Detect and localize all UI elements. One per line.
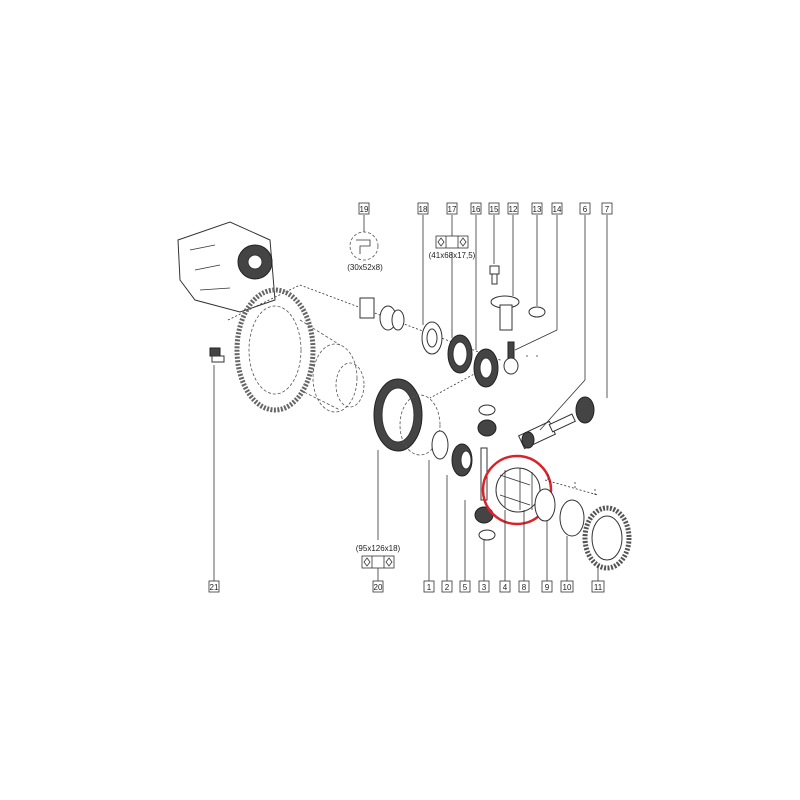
label-13: 13: [533, 205, 542, 214]
part-9-shim: [534, 488, 556, 522]
gearbox-thumbnail: [177, 221, 276, 313]
part-4-differential-housing: [481, 454, 553, 526]
label-2: 2: [445, 583, 450, 592]
label-15: 15: [490, 205, 499, 214]
part-1-washer: [431, 430, 449, 460]
part-14-pinion: [503, 341, 519, 375]
labels-top: 19 18 17 16 15 12 13 14 6 7: [358, 202, 613, 215]
label-6: 6: [583, 205, 588, 214]
bearing-symbol-20: [361, 555, 395, 569]
label-10: 10: [563, 583, 572, 592]
label-17: 17: [448, 205, 457, 214]
part-3-planet-gear: [474, 506, 496, 541]
label-9: 9: [545, 583, 550, 592]
label-7: 7: [605, 205, 610, 214]
part-7-gear: [548, 396, 595, 433]
label-12: 12: [509, 205, 518, 214]
label-18: 18: [419, 205, 428, 214]
label-5: 5: [463, 583, 468, 592]
part-15-bolt: [489, 265, 500, 285]
label-3: 3: [482, 583, 487, 592]
label-20: 20: [374, 583, 383, 592]
label-19: 19: [360, 205, 369, 214]
label-11: 11: [594, 583, 603, 592]
label-4: 4: [503, 583, 508, 592]
labels-bottom: 21 20 1 2 5 3 4 8 9 10 11: [208, 580, 605, 593]
label-8: 8: [522, 583, 527, 592]
label-16: 16: [472, 205, 481, 214]
label-21: 21: [210, 583, 219, 592]
highlight-circle: [481, 454, 553, 526]
part-12-speedo-drive: [490, 295, 520, 331]
dimension-17: (41x68x17,5): [429, 251, 476, 260]
dimension-19: (30x52x8): [347, 263, 383, 272]
part-21-bolt: [209, 347, 225, 583]
part-20-bearing: [373, 378, 441, 456]
part-13-washer: [528, 306, 546, 318]
part-19-seal: [349, 231, 405, 331]
dimension-20: (95x126x18): [356, 544, 401, 553]
planet-gear-top: [477, 404, 497, 437]
part-2-side-gear: [451, 443, 473, 477]
label-1: 1: [427, 583, 432, 592]
bearing-symbol-17: [435, 235, 469, 249]
part-10-circlip: [559, 499, 585, 537]
ring-gear: [234, 287, 365, 413]
label-14: 14: [553, 205, 562, 214]
part-11-cover-ring: [582, 505, 632, 571]
